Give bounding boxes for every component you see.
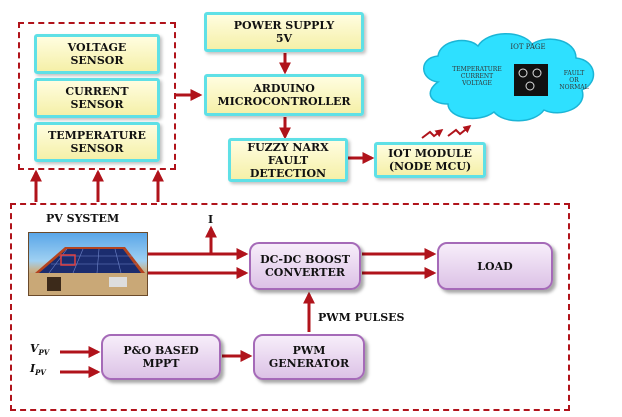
iot-module-box: IOT MODULE (NODE MCU) — [374, 142, 486, 178]
current-i-label: I — [208, 213, 214, 226]
vpv-label: VPV — [30, 342, 49, 357]
load-box: LOAD — [437, 242, 553, 290]
vpv-sub: PV — [38, 348, 50, 358]
iot-device-icon — [514, 64, 548, 96]
mppt-box: P&O BASED MPPT — [101, 334, 221, 380]
wireless-arrow-1 — [421, 129, 444, 139]
ipv-main: I — [30, 362, 36, 375]
arduino-box: ARDUINO MICROCONTROLLER — [204, 74, 364, 116]
pwm-generator-box: PWM GENERATOR — [253, 334, 365, 380]
temperature-sensor-box: TEMPERATURE SENSOR — [34, 122, 160, 162]
cloud-shape — [423, 33, 595, 122]
voltage-sensor-box: VOLTAGE SENSOR — [34, 34, 160, 74]
pv-panel-image — [28, 232, 148, 296]
wireless-arrow-2 — [447, 125, 472, 137]
ipv-sub: PV — [35, 368, 46, 378]
ipv-label: IPV — [30, 362, 46, 377]
fuzzy-narx-box: FUZZY NARX FAULT DETECTION — [228, 138, 348, 182]
boost-converter-box: DC-DC BOOST CONVERTER — [249, 242, 361, 290]
sensor-group — [18, 22, 176, 170]
current-sensor-box: CURRENT SENSOR — [34, 78, 160, 118]
cloud-left-text: TEMPERATURE CURRENT VOLTAGE — [452, 66, 502, 87]
cloud-right-text: FAULT OR NORMAL — [559, 70, 589, 91]
pwm-pulses-label: PWM PULSES — [318, 311, 405, 324]
cloud-title: IOT PAGE — [510, 43, 546, 51]
power-supply-box: POWER SUPPLY 5V — [204, 12, 364, 52]
pv-system-label: PV SYSTEM — [46, 212, 120, 225]
vpv-main: V — [30, 342, 39, 355]
pv-system-group — [10, 203, 570, 411]
